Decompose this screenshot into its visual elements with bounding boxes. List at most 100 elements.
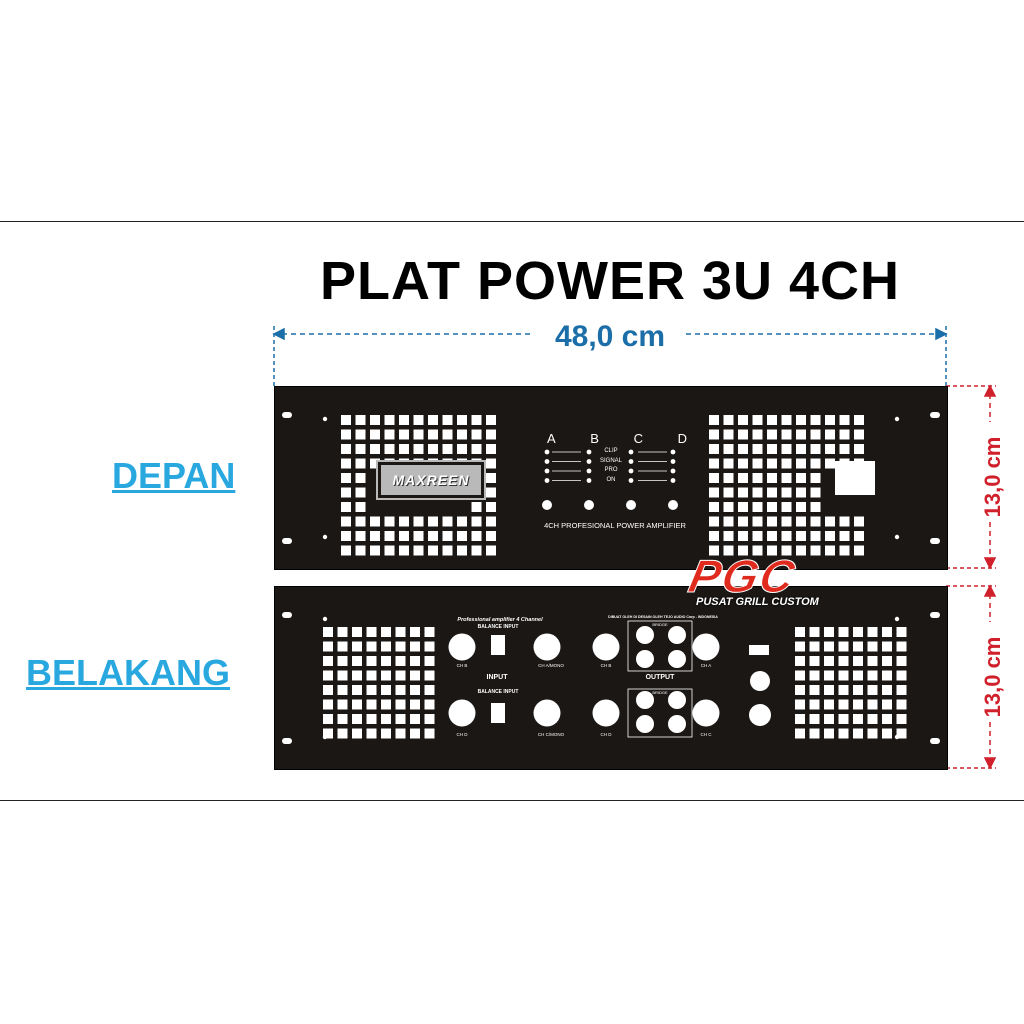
grill-hole	[795, 699, 805, 710]
grill-hole	[341, 516, 351, 527]
grill-hole	[738, 545, 748, 556]
grill-hole	[882, 641, 892, 652]
on-label: ON	[606, 476, 616, 483]
grill-hole	[867, 728, 878, 739]
grill-hole	[709, 444, 719, 454]
signal-label: SIGNAL	[599, 457, 622, 464]
grill-hole	[781, 531, 792, 541]
bridge-label-bottom: BRIDGE	[652, 690, 668, 695]
grill-hole	[355, 429, 366, 440]
led	[628, 468, 634, 474]
grill-hole	[781, 545, 792, 556]
grill-hole	[381, 641, 391, 652]
grill-hole	[442, 429, 453, 440]
output-ch-d-label: CH D	[600, 732, 612, 737]
grill-hole	[355, 502, 366, 512]
grill-hole	[370, 444, 380, 454]
grill-hole	[341, 545, 351, 556]
screw-hole	[322, 416, 328, 422]
rear-grill-left	[323, 627, 435, 739]
grill-hole	[738, 516, 748, 527]
grill-hole	[809, 699, 820, 710]
screw-hole	[322, 534, 328, 540]
grill-hole	[723, 487, 734, 498]
xlr-jack	[592, 699, 620, 727]
grill-hole	[809, 685, 820, 695]
led	[670, 478, 676, 483]
grill-hole	[795, 685, 805, 695]
display-window	[835, 461, 875, 495]
grill-hole	[366, 656, 377, 666]
grill-hole	[370, 545, 380, 556]
grill-hole	[457, 429, 467, 440]
width-dimension-label: 48,0 cm	[555, 320, 665, 353]
grill-hole	[723, 429, 734, 440]
grill-hole	[341, 473, 351, 483]
grill-hole	[337, 627, 348, 637]
grill-hole	[839, 415, 850, 425]
grill-hole	[399, 545, 409, 556]
grill-hole	[410, 685, 420, 695]
front-caption: 4CH PROFESIONAL POWER AMPLIFIER	[544, 521, 686, 530]
grill-hole	[723, 458, 734, 469]
grill-hole	[781, 502, 792, 512]
grill-hole	[839, 429, 850, 440]
grill-hole	[854, 516, 864, 527]
grill-hole	[381, 714, 391, 724]
grill-hole	[486, 516, 496, 527]
grill-hole	[896, 685, 907, 695]
grill-hole	[323, 670, 333, 681]
grill-hole	[355, 473, 366, 483]
grill-hole	[838, 685, 849, 695]
grill-hole	[355, 444, 366, 454]
grill-hole	[341, 444, 351, 454]
grill-hole	[738, 458, 748, 469]
grill-hole	[752, 473, 763, 483]
grill-hole	[752, 502, 763, 512]
led	[628, 459, 634, 464]
gain-knob	[584, 500, 594, 510]
grill-hole	[896, 627, 907, 637]
grill-hole	[323, 714, 333, 724]
grill-hole	[709, 458, 719, 469]
grill-hole	[738, 531, 748, 541]
channel-a: A	[547, 431, 556, 446]
led	[544, 468, 550, 474]
grill-hole	[381, 699, 391, 710]
front-grill-left	[341, 415, 496, 556]
grill-hole	[341, 502, 351, 512]
grill-hole	[486, 545, 496, 556]
grill-hole	[795, 627, 805, 637]
grill-hole	[853, 656, 863, 666]
grill-hole	[781, 429, 792, 440]
speakon-connectors	[636, 626, 686, 733]
input-ch-d-label: CH D	[456, 732, 468, 737]
front-height-dimension	[946, 384, 997, 570]
grill-hole	[355, 487, 366, 498]
grill-hole	[486, 487, 496, 498]
grill-hole	[867, 670, 878, 681]
grill-hole	[824, 670, 834, 681]
grill-hole	[810, 516, 821, 527]
grill-hole	[323, 699, 333, 710]
grill-hole	[767, 545, 777, 556]
rack-slot	[282, 738, 292, 744]
rear-label: BELAKANG	[26, 652, 230, 693]
front-height-label: 13,0 cm	[980, 437, 1005, 518]
grill-hole	[795, 728, 805, 739]
grill-hole	[809, 728, 820, 739]
grill-hole	[341, 429, 351, 440]
grill-hole	[410, 627, 420, 637]
speakon-jack	[668, 650, 686, 668]
grill-hole	[381, 627, 391, 637]
speakon-jack	[636, 715, 654, 733]
grill-hole	[428, 516, 438, 527]
grill-hole	[854, 429, 864, 440]
grill-hole	[424, 728, 435, 739]
grill-hole	[442, 444, 453, 454]
grill-hole	[853, 699, 863, 710]
pro-label: PRO	[604, 467, 618, 473]
page-title: PLAT POWER 3U 4CH	[319, 251, 901, 311]
bridge-label-top: BRIDGE	[652, 622, 668, 627]
grill-hole	[796, 502, 806, 512]
